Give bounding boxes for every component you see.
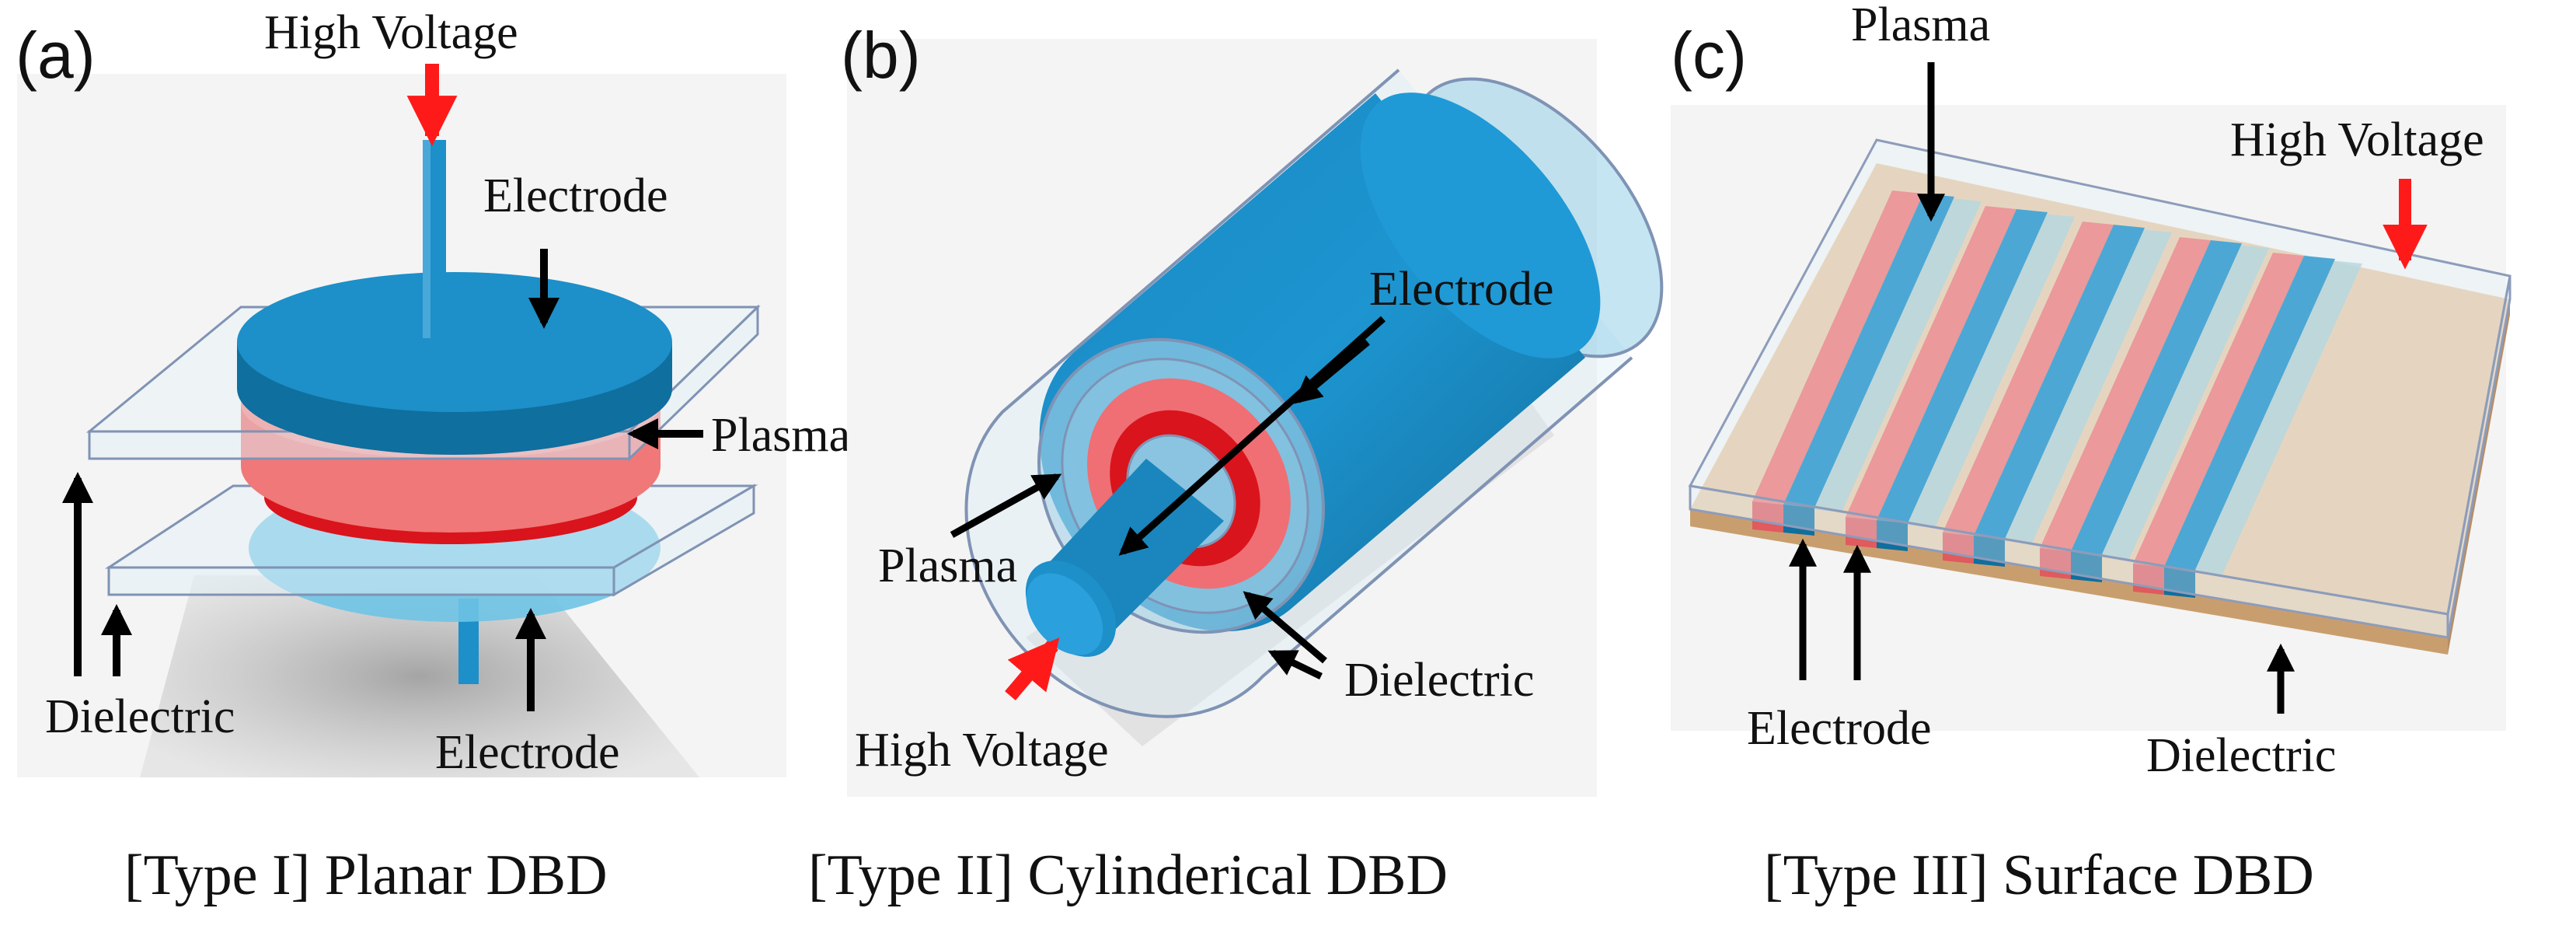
panel-c-caption: [Type III] Surface DBD: [1764, 843, 2314, 907]
panel-a-high-voltage-label: High Voltage: [264, 6, 518, 59]
exposed-electrode-strip: [1783, 194, 1954, 508]
panel-b: (b) Electrode: [808, 19, 1664, 907]
panel-c-high-voltage-label: High Voltage: [2230, 114, 2484, 166]
dielectric-cover-plate: [1688, 138, 2512, 639]
buried-electrode-strip: [2191, 260, 2362, 575]
exposed-electrode-strip-front: [1877, 520, 1908, 551]
panel-b-high-voltage-label: High Voltage: [855, 724, 1109, 777]
panel-b-letter: (b): [841, 19, 921, 92]
buried-electrode-strip: [1904, 214, 2075, 528]
panel-b-dielectric-label: Dielectric: [1344, 654, 1534, 707]
panel-a: (a): [16, 6, 850, 907]
panel-a-plasma-label: Plasma: [711, 409, 850, 462]
exposed-electrode-strip: [1974, 225, 2145, 539]
plasma-strip: [2040, 237, 2211, 551]
exposed-electrode-strip: [2164, 256, 2335, 570]
top-electrode-disk: [237, 272, 672, 455]
plasma-strip-front: [2133, 564, 2164, 595]
panel-b-plasma-arrow: [950, 473, 1062, 538]
buried-electrode-strip: [2098, 245, 2269, 559]
panel-c-dielectric-label: Dielectric: [2146, 729, 2336, 782]
plasma-strip: [1752, 190, 1923, 505]
panel-b-dielectric-arrow-1: [1243, 591, 1327, 664]
plasma-strip: [2133, 253, 2304, 567]
panel-a-caption: [Type I] Planar DBD: [124, 843, 608, 907]
panel-c-letter: (c): [1671, 19, 1747, 92]
panel-b-plasma-label: Plasma: [878, 540, 1017, 592]
surface-electrode-array: [1752, 190, 2362, 598]
panel-b-electrode-arrow-2: [1293, 339, 1370, 404]
panel-b-hv-arrow: [1005, 637, 1060, 700]
plasma-strip: [1846, 206, 2017, 520]
panel-b-dielectric-arrow-2: [1267, 649, 1323, 680]
panel-b-caption: [Type II] Cylinderical DBD: [808, 843, 1448, 907]
panel-b-electrode-arrow-1: [1118, 316, 1386, 556]
panel-c-plasma-label: Plasma: [1851, 0, 1990, 51]
panel-a-dielectric-label: Dielectric: [45, 690, 235, 743]
panel-c-electrode-label: Electrode: [1747, 702, 1932, 755]
exposed-electrode-strip: [2071, 240, 2242, 554]
panel-c: (c) Plasma High Voltage Electrode Dielec…: [1671, 0, 2512, 907]
buried-electrode-strip: [1811, 198, 1982, 512]
panel-a-electrode-bottom-label: Electrode: [435, 726, 620, 779]
top-electrode-rod-highlight: [423, 140, 430, 338]
panel-a-letter: (a): [16, 19, 96, 92]
plasma-strip: [1943, 222, 2114, 536]
panel-a-shadow: [140, 575, 699, 777]
panel-a-electrode-top-label: Electrode: [483, 169, 668, 222]
exposed-electrode-strip: [1877, 209, 2048, 523]
panel-b-electrode-label: Electrode: [1369, 263, 1554, 316]
buried-electrode-strip: [2001, 229, 2172, 543]
